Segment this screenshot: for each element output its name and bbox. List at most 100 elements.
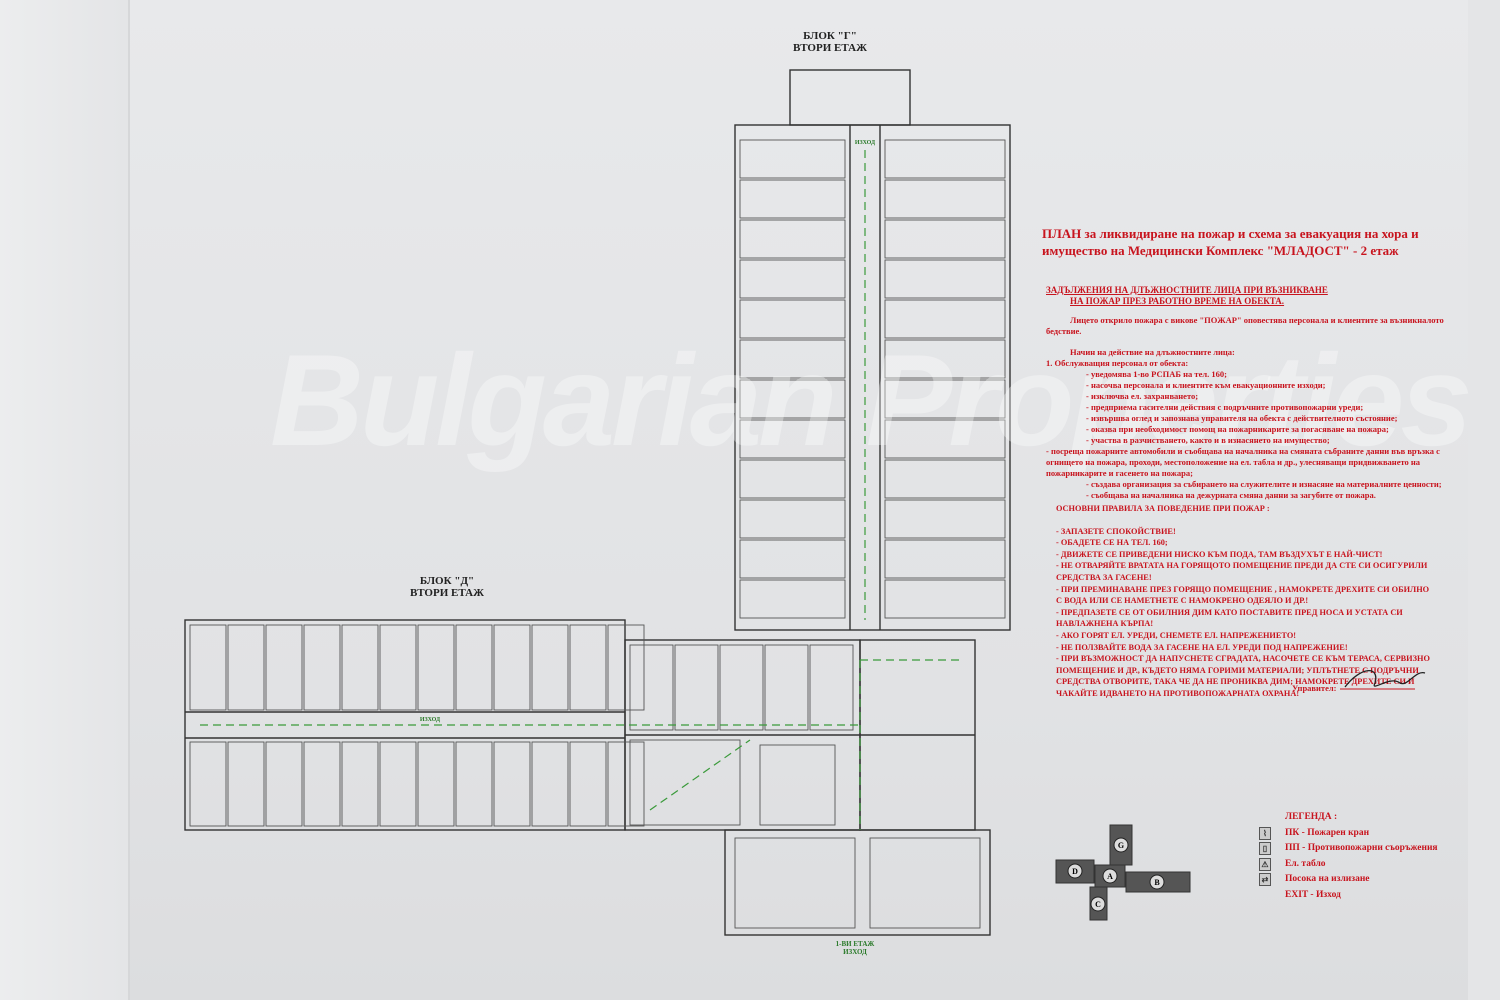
room <box>607 741 645 827</box>
room <box>417 741 455 827</box>
room <box>739 139 846 179</box>
room <box>739 539 846 579</box>
manager-signature: Управител: <box>1292 670 1426 693</box>
floor-name: ВТОРИ ЕТАЖ <box>793 42 867 54</box>
room <box>739 419 846 459</box>
room <box>884 419 1006 459</box>
room <box>739 339 846 379</box>
room <box>531 624 569 711</box>
room <box>739 219 846 259</box>
legend-label: ПП - Противопожарни съоръжения <box>1285 843 1438 853</box>
duty-line: - предприема гасителни действия с подръч… <box>1086 402 1364 412</box>
room <box>739 299 846 339</box>
room <box>607 624 645 711</box>
key-block-marker <box>1113 837 1129 853</box>
room <box>341 741 379 827</box>
room <box>189 741 227 827</box>
key-block-label: D <box>1072 867 1078 876</box>
room <box>884 139 1006 179</box>
room <box>739 499 846 539</box>
duty-line: - съобщава на началника на дежурната смя… <box>1086 490 1376 500</box>
room <box>739 179 846 219</box>
key-block-marker <box>1102 868 1118 884</box>
duty-line: - изключва ел. захранването; <box>1086 391 1199 401</box>
duty-line: - уведомява 1-во РСПАБ на тел. 160; <box>1086 369 1227 379</box>
duties-heading-2: НА ПОЖАР ПРЕЗ РАБОТНО ВРЕМЕ НА ОБЕКТА. <box>1070 296 1285 306</box>
room <box>379 741 417 827</box>
key-block-marker <box>1090 896 1106 912</box>
exit-sign: ИЗХОД <box>419 717 441 723</box>
room <box>759 744 836 826</box>
block-c-outline <box>724 829 991 936</box>
duties-intro: Лицето открило пожара с викове "ПОЖАР" о… <box>1046 315 1444 336</box>
rule-line: - ЗАПАЗЕТЕ СПОКОЙСТВИЕ! <box>1056 526 1176 536</box>
rule-line: - ПРИ ВЪЗМОЖНОСТ ДА НАПУСНЕТЕ СГРАДАТА, … <box>1056 654 1430 698</box>
room <box>884 179 1006 219</box>
duties-order: Начин на действие на длъжностните лица: <box>1070 347 1235 357</box>
duty-line: - създава организация за събирането на с… <box>1086 479 1442 489</box>
duty-line: - извършва оглед и запознава управителя … <box>1086 413 1398 423</box>
legend-label: Посока на излизане <box>1285 874 1370 884</box>
rules-section: ОСНОВНИ ПРАВИЛА ЗА ПОВЕДЕНИЕ ПРИ ПОЖАР :… <box>1056 503 1436 700</box>
block-name: БЛОК "Г" <box>803 30 857 42</box>
room <box>739 379 846 419</box>
room <box>869 837 981 929</box>
room <box>739 459 846 499</box>
block-g-label: БЛОК "Г" ВТОРИ ЕТАЖ <box>780 30 880 54</box>
room <box>493 624 531 711</box>
floor-name: ВТОРИ ЕТАЖ <box>410 587 484 599</box>
room <box>884 539 1006 579</box>
room <box>265 624 303 711</box>
key-block-label: C <box>1095 900 1101 909</box>
room <box>341 624 379 711</box>
duty-line: - оказва при необходимост помощ на пожар… <box>1086 424 1389 434</box>
room <box>629 644 674 731</box>
room <box>809 644 854 731</box>
room <box>455 624 493 711</box>
wall <box>0 0 140 1000</box>
room <box>734 837 856 929</box>
manager-label: Управител: <box>1292 683 1337 693</box>
room <box>493 741 531 827</box>
key-block-label: G <box>1118 841 1124 850</box>
legend-item: ▯ ПП - Противопожарни съоръжения <box>1259 841 1438 857</box>
block-d-label: БЛОК "Д" ВТОРИ ЕТАЖ <box>392 575 502 599</box>
rule-line: - ДВИЖЕТЕ СЕ ПРИВЕДЕНИ НИСКО КЪМ ПОДА, Т… <box>1056 549 1383 559</box>
plan-title: ПЛАН за ликвидиране на пожар и схема за … <box>1042 226 1419 258</box>
duties-heading: ЗАДЪЛЖЕНИЯ НА ДЛЪЖНОСТНИТЕ ЛИЦА ПРИ ВЪЗН… <box>1046 285 1328 295</box>
room <box>569 624 607 711</box>
legend-title: ЛЕГЕНДА : <box>1285 812 1338 822</box>
room <box>884 379 1006 419</box>
legend-item: ⇄ Посока на излизане <box>1259 872 1438 888</box>
key-block-marker <box>1067 863 1083 879</box>
room <box>884 579 1006 619</box>
duties-item: 1. Обслужващия персонал от обекта: <box>1046 358 1189 368</box>
bottom-exit-label: 1-ВИ ЕТАЖ ИЗХОД <box>820 940 890 956</box>
room <box>719 644 764 731</box>
room <box>569 741 607 827</box>
legend-item: ⌇ПК - Пожарен кран <box>1259 826 1438 842</box>
room <box>739 579 846 619</box>
room <box>531 741 569 827</box>
rules-heading: ОСНОВНИ ПРАВИЛА ЗА ПОВЕДЕНИЕ ПРИ ПОЖАР : <box>1056 504 1270 513</box>
top-stairwell <box>789 69 911 126</box>
building-outline <box>184 69 1011 936</box>
duty-line: - насочва персонала и клиентите към евак… <box>1086 380 1326 390</box>
room <box>884 259 1006 299</box>
room <box>379 624 417 711</box>
duty-line: - участва в разчистването, както и в изн… <box>1086 435 1330 445</box>
room <box>227 741 265 827</box>
legend-label: ПК - Пожарен кран <box>1285 827 1370 838</box>
room <box>303 624 341 711</box>
legend-label: EXIT - Изход <box>1285 889 1341 900</box>
room <box>629 739 741 826</box>
rule-line: - ПРИ ПРЕМИНАВАНЕ ПРЕЗ ГОРЯЩО ПОМЕЩЕНИЕ … <box>1056 584 1430 606</box>
key-block-label: A <box>1107 872 1113 881</box>
rule-line: - НЕ ОТВАРЯЙТЕ ВРАТАТА НА ГОРЯЩОТО ПОМЕЩ… <box>1056 561 1428 582</box>
legend-label: Ел. табло <box>1285 858 1326 869</box>
extinguisher-icon: ▯ <box>1259 842 1271 856</box>
legend-item: EXIT - Изход <box>1285 888 1438 904</box>
exit-direction-icon: ⇄ <box>1259 873 1271 887</box>
block-name: БЛОК "Д" <box>419 575 475 587</box>
